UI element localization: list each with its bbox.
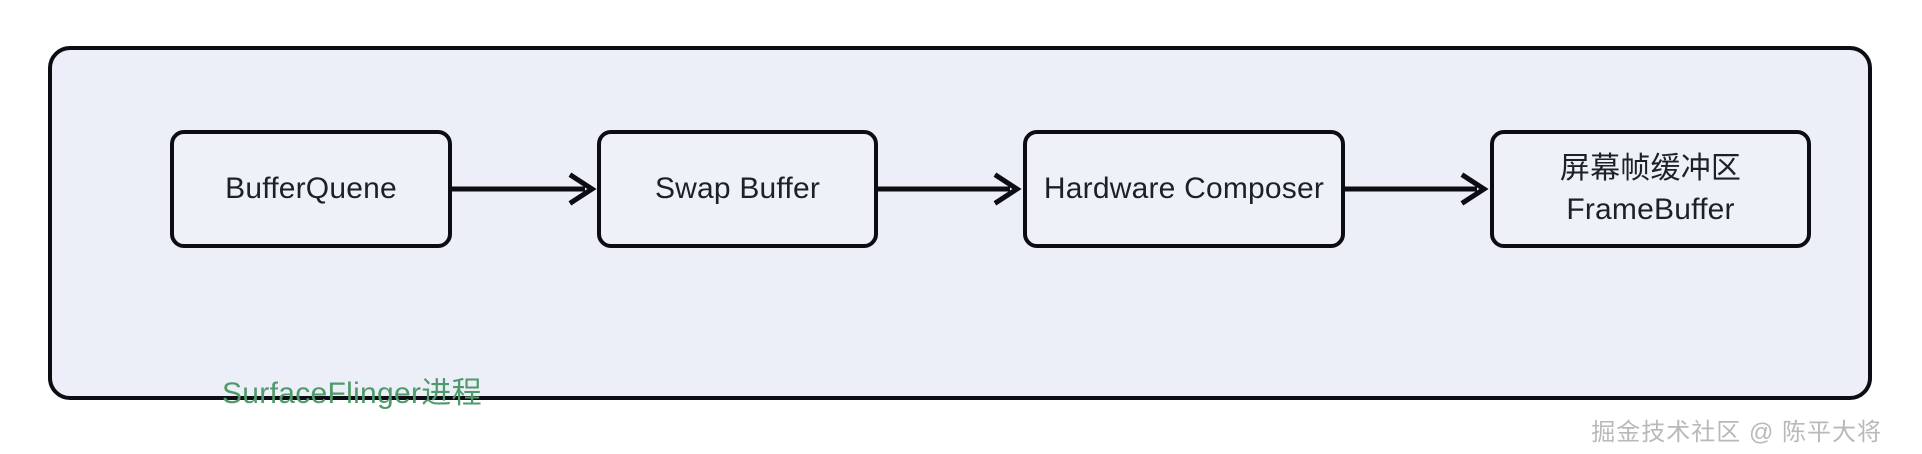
node-hardwarecomposer[interactable]: Hardware Composer [1023,130,1345,248]
arrow-hardwarecomposer-to-framebuffer [1345,172,1489,206]
node-bufferquene-line-1: BufferQuene [225,172,397,206]
node-bufferquene[interactable]: BufferQuene [170,130,452,248]
arrow-bufferquene-to-swapbuffer [452,172,597,206]
node-framebuffer-line-2: FrameBuffer [1566,193,1735,226]
node-swapbuffer[interactable]: Swap Buffer [597,130,878,248]
process-label: SurfaceFlinger进程 [222,377,482,410]
node-swapbuffer-line-1: Swap Buffer [654,172,821,206]
node-hardwarecomposer-line-1: Hardware Composer [1043,172,1325,206]
arrow-swapbuffer-to-hardwarecomposer [878,172,1022,206]
node-framebuffer[interactable]: 屏幕帧缓冲区 FrameBuffer [1490,130,1811,248]
watermark: 掘金技术社区 @ 陈平大将 [1591,419,1882,446]
node-framebuffer-line-1: 屏幕帧缓冲区 [1559,151,1742,185]
